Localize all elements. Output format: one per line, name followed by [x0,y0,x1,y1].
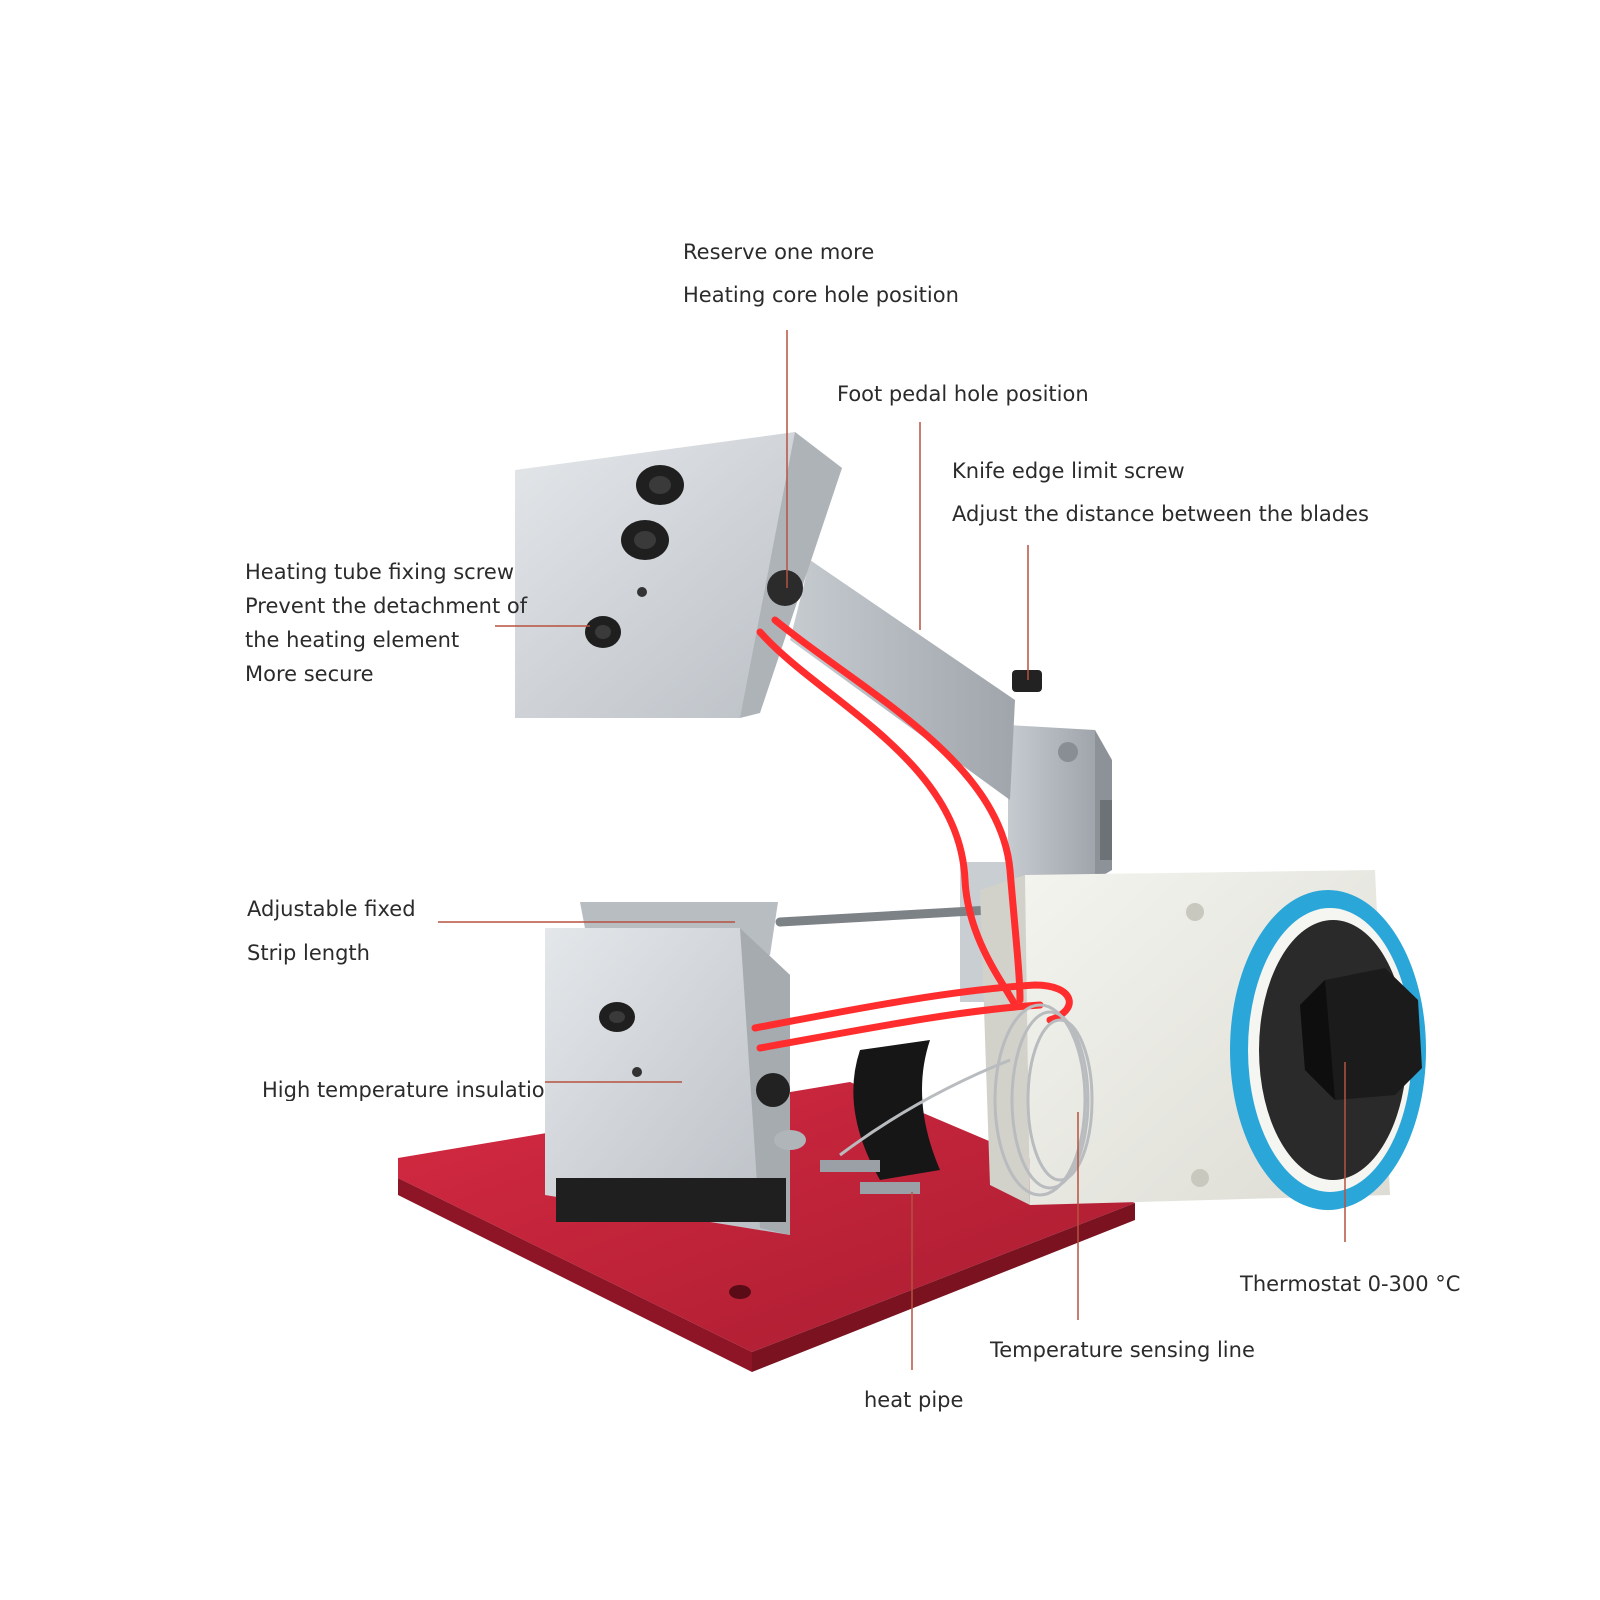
strip-length-label-line1: Adjustable fixed [247,897,416,921]
reserve-hole-icon [767,570,803,606]
knife-limit-label-line1: Knife edge limit screw [952,459,1185,483]
strip-length-label-line2: Strip length [247,941,370,965]
thermostat-label: Thermostat 0-300 °C [1240,1272,1461,1296]
guide-rod [775,905,995,927]
foot-pedal-label: Foot pedal hole position [837,382,1089,406]
fixing-screw-label-line2: Prevent the detachment of [245,594,528,618]
hex-socket-screw-icon [621,520,669,560]
knife-limit-label-line2: Adjust the distance between the blades [952,502,1369,526]
sensing-coil [839,1003,1094,1197]
reserve-hole-label-line2: Heating core hole position [683,283,959,307]
mount-hole-icon [729,1285,751,1299]
lower-block [545,902,806,1235]
heat-pipe-label: heat pipe [864,1388,964,1412]
thermostat-box [980,870,1426,1210]
fixing-screw-label-line4: More secure [245,662,374,686]
thermostat-knob [1300,968,1422,1100]
hex-socket-screw-icon [585,616,621,648]
leader-lines [438,330,1346,1370]
upper-arm [515,432,1042,800]
hex-socket-screw-icon [636,465,684,505]
hex-socket-screw-icon [599,1002,635,1032]
fixing-screw-label-line3: the heating element [245,628,460,652]
fixing-screw-label-line1: Heating tube fixing screw [245,560,514,584]
sensing-line-label: Temperature sensing line [990,1338,1255,1362]
heating-wires [751,616,1073,1052]
power-plug [820,1040,940,1194]
reserve-hole-label-line1: Reserve one more [683,240,875,264]
insulation-label: High temperature insulatio [262,1080,544,1101]
